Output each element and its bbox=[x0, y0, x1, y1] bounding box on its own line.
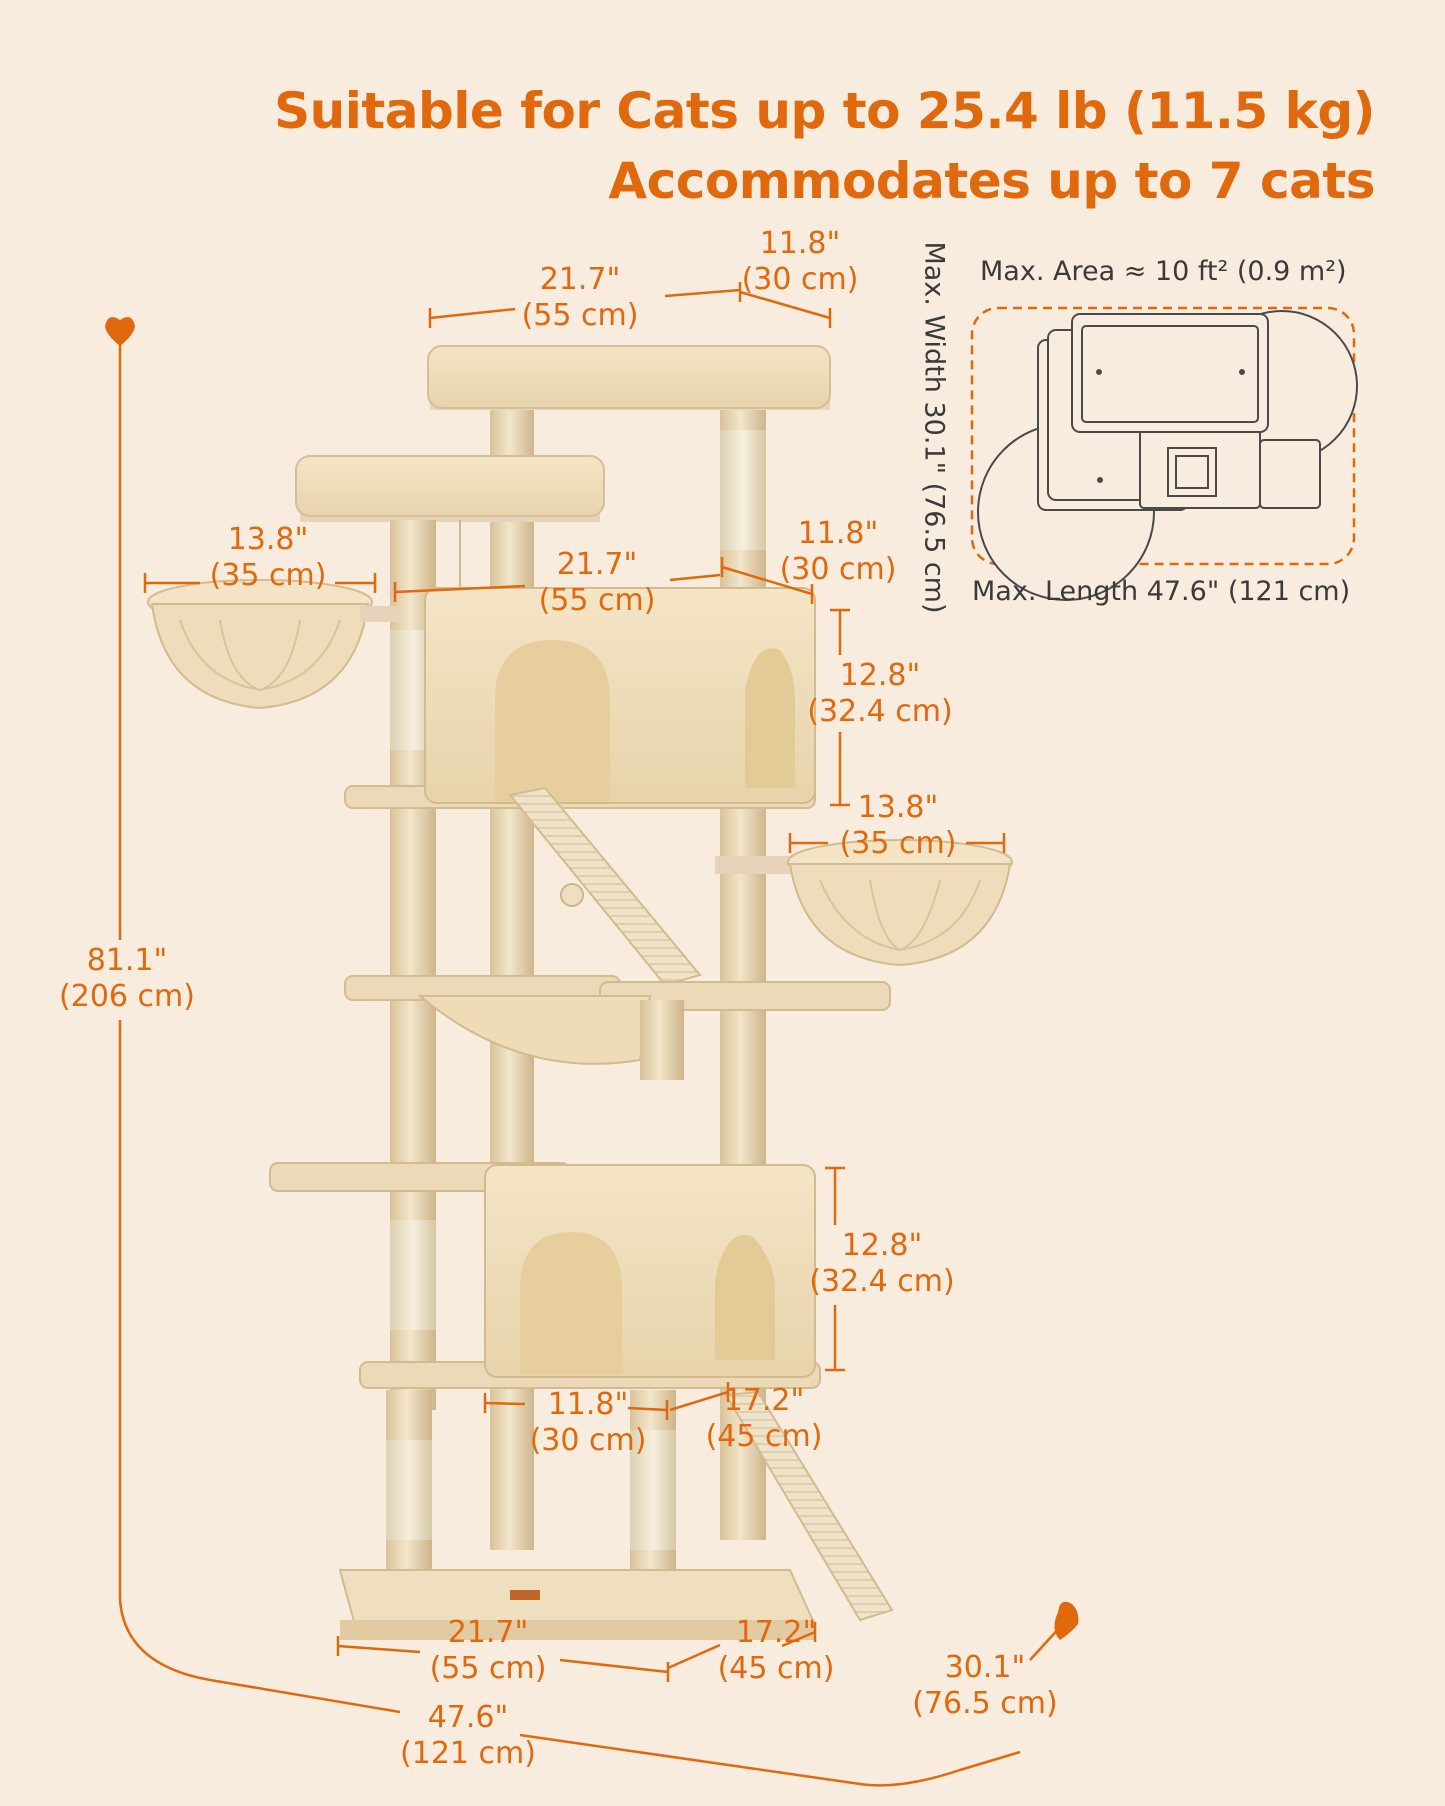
dim-cm: (76.5 cm) bbox=[912, 1686, 1058, 1721]
dim-upper-basket: 13.8" (35 cm) bbox=[198, 522, 338, 594]
lower-condo-door-side bbox=[715, 1234, 775, 1360]
upper-condo-door-front bbox=[495, 640, 610, 802]
dim-inch: 11.8" bbox=[547, 1387, 629, 1422]
dim-inch: 21.7" bbox=[539, 262, 621, 297]
dim-cm: (45 cm) bbox=[705, 1419, 823, 1454]
upper-condo bbox=[344, 587, 816, 809]
max-width-label: Max. Width 30.1" (76.5 cm) bbox=[918, 241, 950, 614]
upper-ramp bbox=[508, 786, 702, 987]
dim-right-basket: 13.8" (35 cm) bbox=[828, 790, 968, 862]
second-perch bbox=[295, 455, 605, 619]
dim-inch: 17.2" bbox=[735, 1615, 817, 1650]
dim-cm: (206 cm) bbox=[59, 979, 195, 1014]
dim-total-length: 47.6" (121 cm) bbox=[398, 1700, 538, 1772]
headline-weight: Suitable for Cats up to 25.4 lb (11.5 kg… bbox=[274, 82, 1375, 140]
dim-cm: (45 cm) bbox=[717, 1651, 835, 1686]
hammock bbox=[417, 995, 652, 1065]
width-marker-icon bbox=[1054, 1601, 1079, 1640]
front-posts bbox=[386, 1390, 676, 1590]
base bbox=[338, 1569, 817, 1640]
dim-cm: (30 cm) bbox=[529, 1423, 647, 1458]
dim-inch: 47.6" bbox=[427, 1700, 509, 1735]
sisal-segment bbox=[720, 430, 766, 550]
lower-condo bbox=[359, 1164, 821, 1389]
top-perch bbox=[427, 345, 831, 410]
dim-base-depth: 17.2" (45 cm) bbox=[706, 1615, 846, 1687]
dim-inch: 12.8" bbox=[841, 1228, 923, 1263]
dim-cm: (121 cm) bbox=[400, 1736, 536, 1771]
lower-ramp bbox=[724, 1390, 894, 1622]
dangling-ball-icon bbox=[560, 883, 584, 907]
middle-level bbox=[344, 975, 891, 1080]
dim-cm: (35 cm) bbox=[209, 558, 327, 593]
dim-total-width: 30.1" (76.5 cm) bbox=[900, 1650, 1070, 1722]
dimension-lines bbox=[118, 282, 1063, 1787]
dim-cm: (55 cm) bbox=[429, 1651, 547, 1686]
dim-upper-condo-height: 12.8" (32.4 cm) bbox=[800, 658, 960, 730]
dim-inch: 13.8" bbox=[227, 522, 309, 557]
upper-condo-door-side bbox=[745, 648, 795, 788]
dim-cm: (30 cm) bbox=[779, 552, 897, 587]
dim-lower-condo-width: 11.8" (30 cm) bbox=[518, 1387, 658, 1459]
dim-total-height: 81.1" (206 cm) bbox=[42, 943, 212, 1015]
dim-cm: (32.4 cm) bbox=[809, 1264, 955, 1299]
max-area-label: Max. Area ≈ 10 ft² (0.9 m²) bbox=[980, 256, 1347, 287]
height-marker-icon bbox=[105, 317, 135, 346]
dim-upper-condo-depth: 11.8" (30 cm) bbox=[768, 516, 908, 588]
dim-lower-condo-depth: 17.2" (45 cm) bbox=[694, 1383, 834, 1455]
dim-inch: 21.7" bbox=[556, 547, 638, 582]
footprint-diagram bbox=[970, 306, 1358, 601]
dim-upper-condo-width: 21.7" (55 cm) bbox=[527, 547, 667, 619]
dim-top-perch-width: 21.7" (55 cm) bbox=[510, 262, 650, 334]
dim-cm: (35 cm) bbox=[839, 826, 957, 861]
dim-inch: 30.1" bbox=[944, 1650, 1026, 1685]
dim-base-width: 21.7" (55 cm) bbox=[418, 1615, 558, 1687]
dim-cm: (30 cm) bbox=[741, 262, 859, 297]
dim-inch: 21.7" bbox=[447, 1615, 529, 1650]
headline-capacity: Accommodates up to 7 cats bbox=[608, 152, 1375, 210]
dim-cm: (32.4 cm) bbox=[807, 694, 953, 729]
dim-cm: (55 cm) bbox=[521, 298, 639, 333]
max-area-outline bbox=[970, 306, 1356, 566]
dim-inch: 11.8" bbox=[759, 226, 841, 261]
dim-inch: 17.2" bbox=[723, 1383, 805, 1418]
dim-inch: 12.8" bbox=[839, 658, 921, 693]
dim-cm: (55 cm) bbox=[538, 583, 656, 618]
dim-inch: 13.8" bbox=[857, 790, 939, 825]
brand-tag bbox=[510, 1590, 540, 1600]
dim-inch: 11.8" bbox=[797, 516, 879, 551]
dim-lower-condo-height: 12.8" (32.4 cm) bbox=[802, 1228, 962, 1300]
dim-top-perch-depth: 11.8" (30 cm) bbox=[730, 226, 870, 298]
dim-inch: 81.1" bbox=[86, 943, 168, 978]
max-length-label: Max. Length 47.6" (121 cm) bbox=[972, 576, 1351, 607]
right-basket bbox=[715, 839, 1013, 967]
lower-condo-door-front bbox=[520, 1232, 622, 1374]
